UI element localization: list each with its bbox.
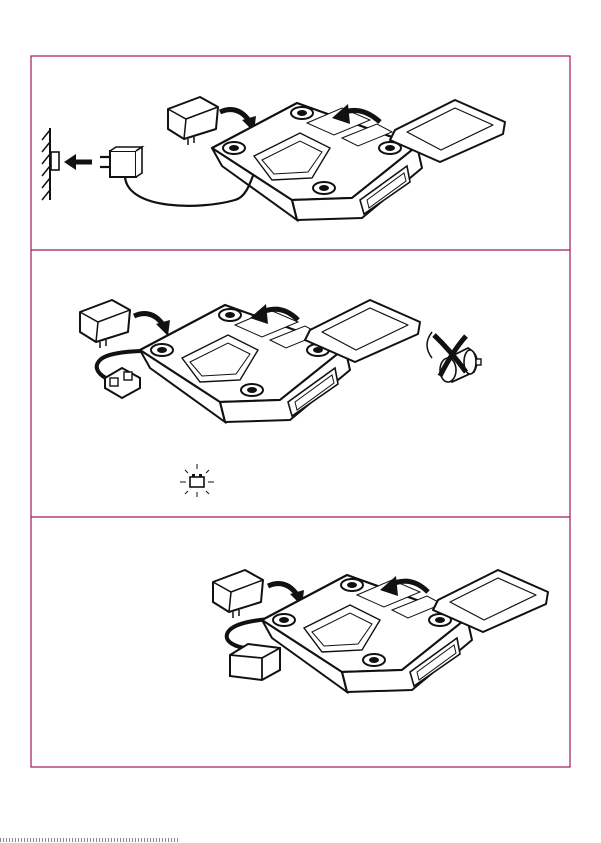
battery-cover xyxy=(168,97,218,145)
panel-battery-pack-power xyxy=(213,570,548,692)
low-battery-indicator xyxy=(180,464,214,497)
no-cell-battery xyxy=(427,332,481,382)
panel-battery-power xyxy=(80,300,481,497)
scale-underside xyxy=(140,305,350,422)
battery-cover xyxy=(80,300,130,348)
panel-mains-power xyxy=(42,97,505,220)
print-crop-marks xyxy=(0,838,180,842)
arrow-left-icon xyxy=(64,154,92,170)
wall-outlet xyxy=(42,128,59,200)
curved-arrow-icon xyxy=(134,314,170,336)
battery-cover xyxy=(213,570,263,618)
